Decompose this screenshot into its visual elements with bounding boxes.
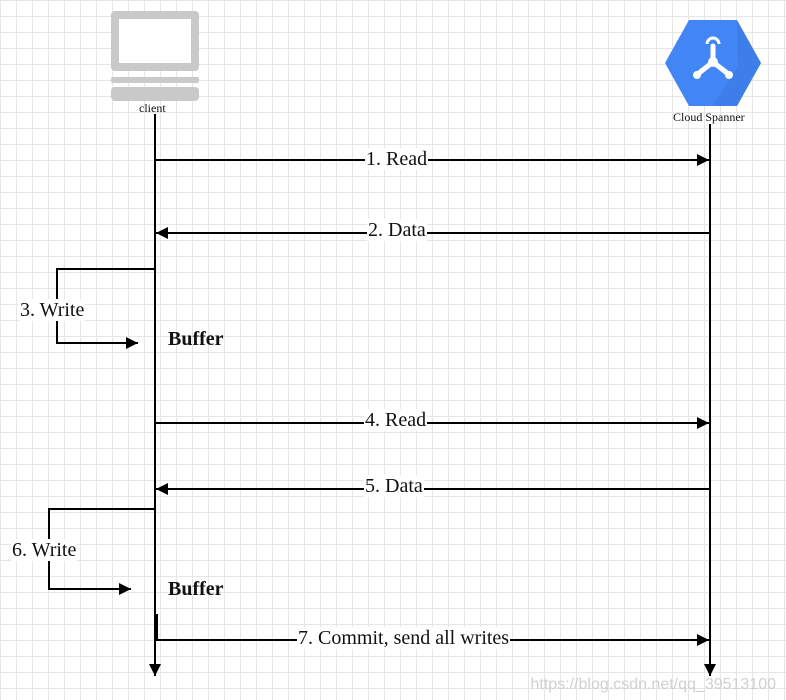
message-label: 2. Data: [367, 219, 427, 241]
computer-icon: [111, 11, 199, 101]
buffer-label: Buffer: [168, 328, 224, 350]
message-label: 7. Commit, send all writes: [297, 627, 511, 649]
client-label: client: [139, 101, 166, 115]
message-label: 4. Read: [364, 409, 428, 431]
write-label: 6. Write: [11, 539, 78, 561]
message-label: 5. Data: [364, 475, 424, 497]
buffer-label: Buffer: [168, 578, 224, 600]
write-label: 3. Write: [19, 299, 86, 321]
message-label: 1. Read: [365, 148, 429, 170]
watermark: https://blog.csdn.net/qq_39513100: [530, 676, 776, 693]
cloud-spanner-icon: [665, 20, 761, 106]
cloud-spanner-label: Cloud Spanner: [673, 110, 745, 124]
